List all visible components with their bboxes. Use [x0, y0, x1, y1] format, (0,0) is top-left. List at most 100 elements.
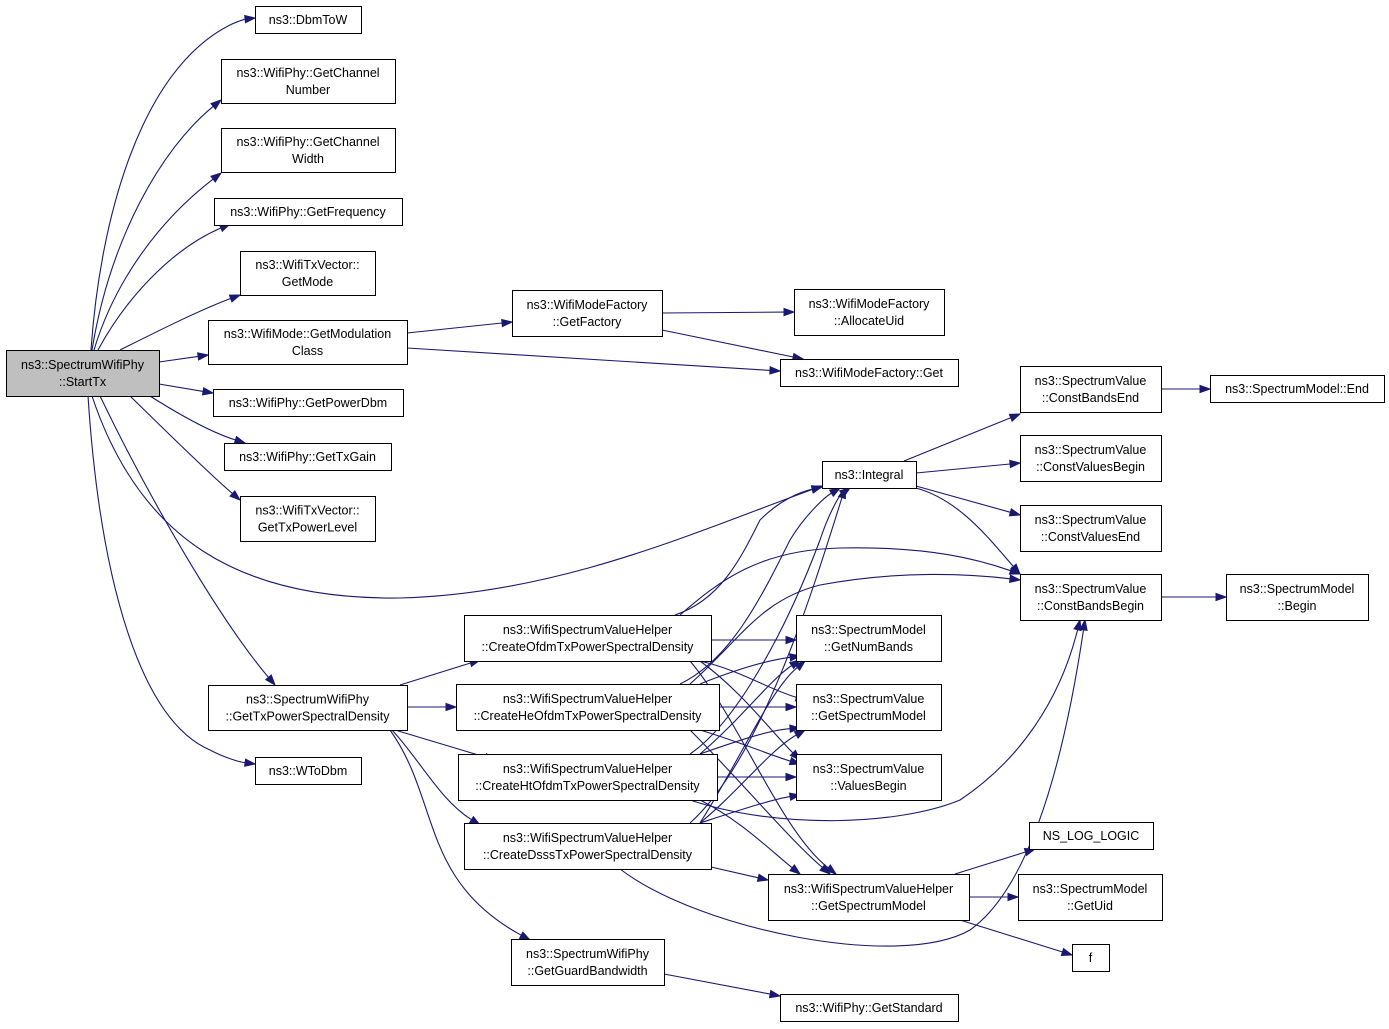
edge-createheofdm-to-svgetspectrummodel: [719, 702, 798, 712]
node-getfactory[interactable]: ns3::WifiModeFactory::GetFactory: [512, 290, 663, 337]
node-label: ns3::SpectrumValue: [1035, 513, 1147, 527]
edge-starttx-to-gettxpsd: [99, 395, 276, 687]
node-createhtofdm[interactable]: ns3::WifiSpectrumValueHelper::CreateHtOf…: [458, 754, 718, 801]
node-label: ns3::WifiPhy::GetChannel: [236, 135, 379, 149]
node-dbmtow[interactable]: ns3::DbmToW: [255, 6, 362, 34]
edge-starttx-to-getmode: [119, 294, 242, 351]
node-label: ::GetSpectrumModel: [811, 899, 926, 913]
edge-createdsss-to-constbandsbegin: [619, 618, 1088, 947]
node-label: ::GetUid: [1067, 899, 1113, 913]
node-label: ::ConstBandsEnd: [1042, 391, 1139, 405]
node-valuesbegin[interactable]: ns3::SpectrumValue::ValuesBegin: [796, 754, 942, 801]
node-gettxpsd[interactable]: ns3::SpectrumWifiPhy::GetTxPowerSpectral…: [208, 685, 408, 731]
node-getnumbands[interactable]: ns3::SpectrumModel::GetNumBands: [796, 615, 942, 662]
node-getpowerdbm[interactable]: ns3::WifiPhy::GetPowerDbm: [213, 389, 404, 417]
node-getuid[interactable]: ns3::SpectrumModel::GetUid: [1018, 874, 1163, 921]
edge-starttx-to-integral: [91, 395, 824, 599]
node-gettxgain[interactable]: ns3::WifiPhy::GetTxGain: [224, 443, 392, 471]
edge-gettxpsd-to-createofdm: [399, 658, 482, 686]
node-label: ns3::WifiModeFactory: [809, 297, 931, 311]
node-label: ns3::SpectrumValue: [813, 692, 925, 706]
node-nslog[interactable]: NS_LOG_LOGIC: [1029, 822, 1154, 850]
node-label: ::GetFactory: [553, 315, 623, 329]
edge-starttx-to-dbmtow: [90, 14, 257, 351]
node-wmfget[interactable]: ns3::WifiModeFactory::Get: [780, 359, 959, 387]
node-label: ::CreateOfdmTxPowerSpectralDensity: [482, 640, 695, 654]
node-label: ns3::SpectrumModel: [1033, 882, 1148, 896]
node-label: GetTxPowerLevel: [258, 521, 357, 535]
node-label: ns3::WifiPhy::GetChannel: [236, 66, 379, 80]
node-label: ns3::SpectrumValue: [813, 762, 925, 776]
node-label: ns3::WifiSpectrumValueHelper: [503, 762, 672, 776]
node-label: ns3::WifiTxVector::: [255, 258, 359, 272]
edge-starttx-to-getchannelwidth: [93, 172, 223, 351]
node-label: Number: [286, 83, 330, 97]
node-label: f: [1089, 951, 1093, 965]
edge-starttx-to-wtodbm: [87, 395, 257, 767]
edge-createdsss-to-helpergetspectrummodel: [710, 866, 770, 882]
node-getmode[interactable]: ns3::WifiTxVector::GetMode: [240, 251, 376, 296]
node-label: ns3::WToDbm: [269, 764, 348, 778]
node-label: ::CreateHeOfdmTxPowerSpectralDensity: [474, 709, 703, 723]
node-label: ns3::WifiModeFactory::Get: [795, 366, 943, 380]
node-label: ns3::SpectrumValue: [1035, 374, 1147, 388]
node-constvaluesend[interactable]: ns3::SpectrumValue::ConstValuesEnd: [1020, 505, 1162, 552]
edge-createheofdm-to-constbandsbegin: [689, 573, 1022, 685]
node-label: ns3::WifiMode::GetModulation: [224, 327, 391, 341]
node-label: ns3::SpectrumModel: [1240, 582, 1355, 596]
node-label: NS_LOG_LOGIC: [1043, 829, 1140, 843]
node-label: ns3::SpectrumModel: [811, 623, 926, 637]
edge-createhtofdm-to-constbandsbegin: [689, 618, 1082, 822]
node-label: ::Begin: [1278, 599, 1317, 613]
node-integral[interactable]: ns3::Integral: [822, 461, 917, 489]
node-wtodbm[interactable]: ns3::WToDbm: [255, 757, 362, 785]
node-label: ns3::SpectrumWifiPhy: [21, 358, 145, 372]
node-label: ns3::SpectrumValue: [1035, 443, 1147, 457]
node-constbandsbegin[interactable]: ns3::SpectrumValue::ConstBandsBegin: [1020, 574, 1162, 621]
edge-helpergetspectrummodel-to-nslog: [954, 847, 1037, 875]
node-label: ns3::DbmToW: [269, 13, 348, 27]
node-getstandard[interactable]: ns3::WifiPhy::GetStandard: [780, 994, 959, 1022]
node-getfrequency[interactable]: ns3::WifiPhy::GetFrequency: [214, 198, 403, 226]
edge-constbandsbegin-to-smbegin: [1161, 592, 1228, 602]
node-helpergetspectrummodel[interactable]: ns3::WifiSpectrumValueHelper::GetSpectru…: [768, 874, 970, 921]
edge-createheofdm-to-integral: [679, 487, 842, 685]
edge-starttx-to-getpowerdbm: [158, 383, 215, 396]
node-starttx[interactable]: ns3::SpectrumWifiPhy::StartTx: [6, 350, 160, 397]
node-smend[interactable]: ns3::SpectrumModel::End: [1210, 375, 1385, 403]
node-svgetspectrummodel[interactable]: ns3::SpectrumValue::GetSpectrumModel: [796, 684, 942, 731]
edge-createofdm-to-constbandsbegin: [679, 547, 1022, 616]
edge-getmodulationclass-to-getfactory: [406, 318, 514, 334]
node-gettxpowerlevel[interactable]: ns3::WifiTxVector::GetTxPowerLevel: [240, 496, 376, 542]
node-getguardbandwidth[interactable]: ns3::SpectrumWifiPhy::GetGuardBandwidth: [511, 939, 665, 986]
edge-gettxpsd-to-getguardbandwidth: [389, 729, 532, 941]
edge-createdsss-to-svgetspectrummodel: [699, 729, 807, 824]
node-label: ::CreateHtOfdmTxPowerSpectralDensity: [475, 779, 700, 793]
node-allocateuid[interactable]: ns3::WifiModeFactory::AllocateUid: [794, 289, 945, 336]
node-f[interactable]: f: [1072, 944, 1110, 972]
node-label: ::GetGuardBandwidth: [527, 964, 647, 978]
edge-starttx-to-getmodulationclass: [158, 352, 210, 363]
node-label: ns3::WifiPhy::GetTxGain: [239, 450, 376, 464]
node-createdsss[interactable]: ns3::WifiSpectrumValueHelper::CreateDsss…: [464, 823, 712, 870]
node-label: ns3::SpectrumWifiPhy: [526, 947, 650, 961]
edge-gettxpsd-to-createheofdm: [407, 702, 458, 712]
node-label: ns3::WifiSpectrumValueHelper: [503, 831, 672, 845]
node-createofdm[interactable]: ns3::WifiSpectrumValueHelper::CreateOfdm…: [464, 615, 712, 662]
node-smbegin[interactable]: ns3::SpectrumModel::Begin: [1226, 574, 1369, 621]
call-nodes: ns3::SpectrumWifiPhy::StartTx ns3::DbmToW…: [6, 6, 1385, 1022]
edge-createhtofdm-to-helpergetspectrummodel: [699, 799, 802, 875]
node-createheofdm[interactable]: ns3::WifiSpectrumValueHelper::CreateHeOf…: [456, 684, 720, 731]
node-label: ::ValuesBegin: [830, 779, 906, 793]
node-label: ns3::WifiSpectrumValueHelper: [503, 692, 672, 706]
node-label: ns3::SpectrumWifiPhy: [246, 693, 370, 707]
node-label: GetMode: [282, 275, 333, 289]
node-constbandsend[interactable]: ns3::SpectrumValue::ConstBandsEnd: [1020, 366, 1162, 413]
edge-createhtofdm-to-svgetspectrummodel: [699, 724, 802, 755]
edge-createofdm-to-getnumbands: [711, 635, 798, 645]
edge-integral-to-constvaluesend: [915, 485, 1022, 517]
node-constvaluesbegin[interactable]: ns3::SpectrumValue::ConstValuesBegin: [1020, 435, 1162, 482]
